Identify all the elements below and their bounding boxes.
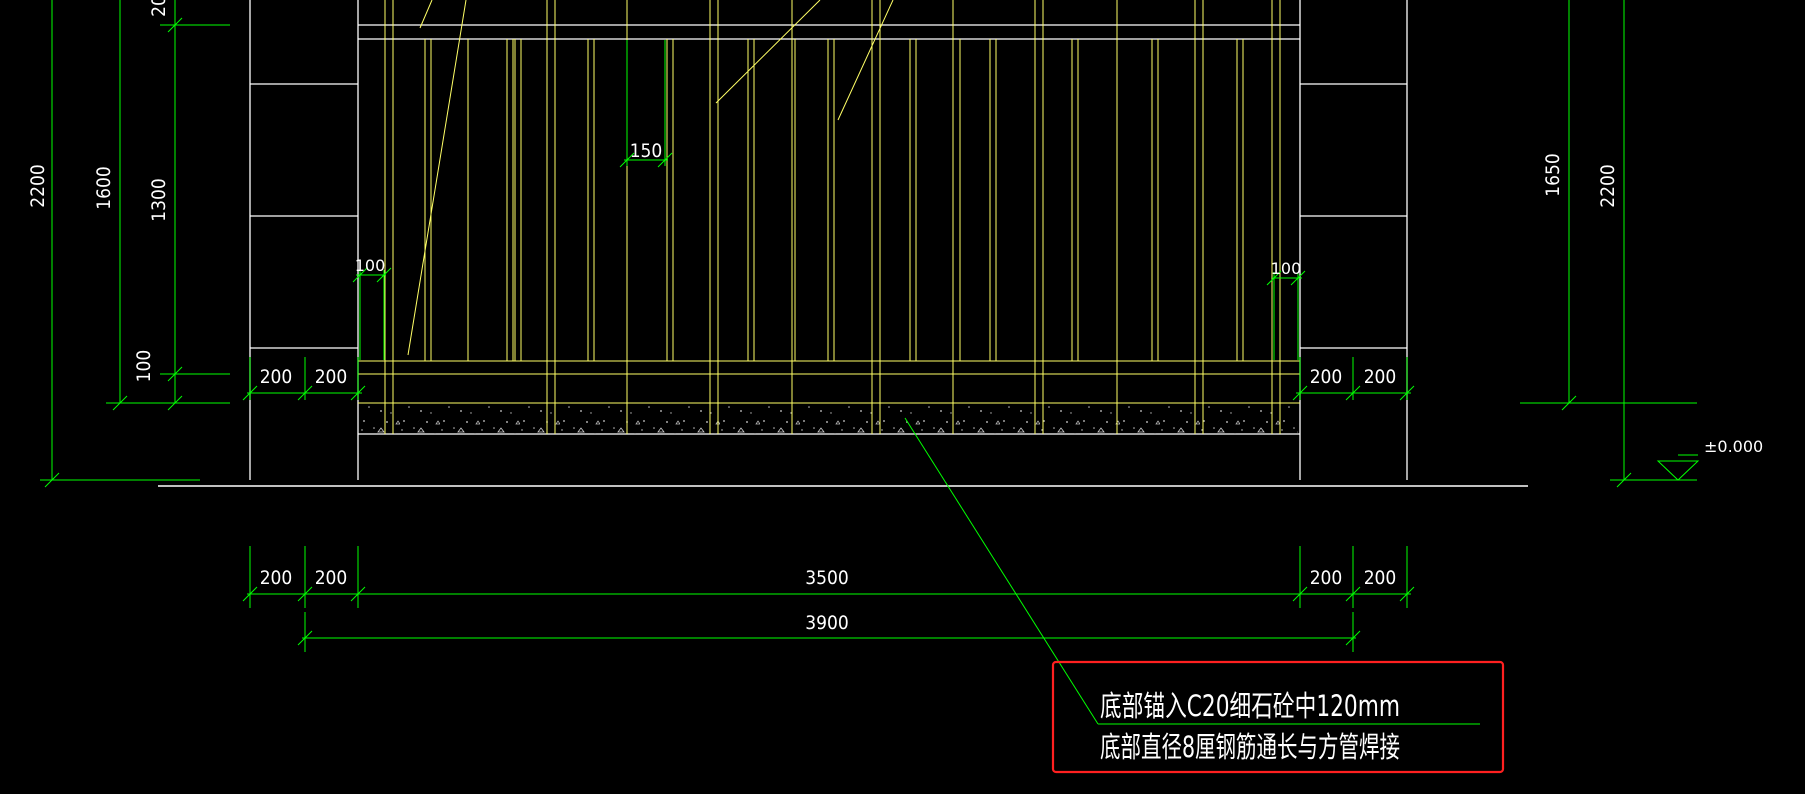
dim-3500-center: 3500 [805, 567, 849, 589]
level-mark-label: ±0.000 [1704, 437, 1763, 456]
vertical-dimension-labels: 2200 1600 1300 100 20 1650 2200 [27, 0, 1619, 382]
dimension-lines [40, 0, 1700, 725]
spacing-labels: 150 100 100 [355, 140, 1302, 278]
dim-2200-right: 2200 [1597, 164, 1619, 208]
dim-1600-left: 1600 [93, 166, 115, 210]
dim-100-right-spacing: 100 [1271, 259, 1302, 278]
right-pillar [1299, 0, 1408, 480]
dim-150-bar-spacing: 150 [630, 140, 663, 162]
dim-200-bottom-right-a: 200 [1310, 567, 1343, 589]
concrete-slab-hatch [360, 404, 1298, 434]
steel-diagonals [407, 0, 894, 356]
bottom-horizontal-labels: 200 200 3500 200 200 3900 [260, 567, 1397, 634]
fence-frame [358, 24, 1300, 435]
dim-top-cut: 20 [148, 0, 170, 17]
left-pillar [249, 0, 359, 480]
note-callout: 底部锚入C20细石砼中120mm 底部直径8厘钢筋通长与方管焊接 [1051, 660, 1505, 774]
note-line-anchor: 底部锚入C20细石砼中120mm [1100, 689, 1400, 723]
dim-1300-left: 1300 [148, 178, 170, 222]
dim-100-left-spacing: 100 [355, 256, 386, 275]
note-callout-border [1051, 660, 1505, 774]
dim-2200-left: 2200 [27, 164, 49, 208]
note-line-weld: 底部直径8厘钢筋通长与方管焊接 [1100, 730, 1400, 764]
dim-200-upper-right-a: 200 [1310, 366, 1343, 388]
steel-bars [358, 0, 1300, 434]
dim-200-upper-left-b: 200 [315, 366, 348, 388]
dim-3900-total: 3900 [805, 612, 849, 634]
dim-200-upper-left-a: 200 [260, 366, 293, 388]
dim-200-bottom-right-b: 200 [1364, 567, 1397, 589]
dim-200-bottom-left-a: 200 [260, 567, 293, 589]
dim-1650-right: 1650 [1542, 153, 1564, 197]
dim-100-left: 100 [133, 350, 155, 383]
dim-200-bottom-left-b: 200 [315, 567, 348, 589]
dim-200-upper-right-b: 200 [1364, 366, 1397, 388]
upper-horizontal-labels: 200 200 200 200 [260, 366, 1397, 388]
